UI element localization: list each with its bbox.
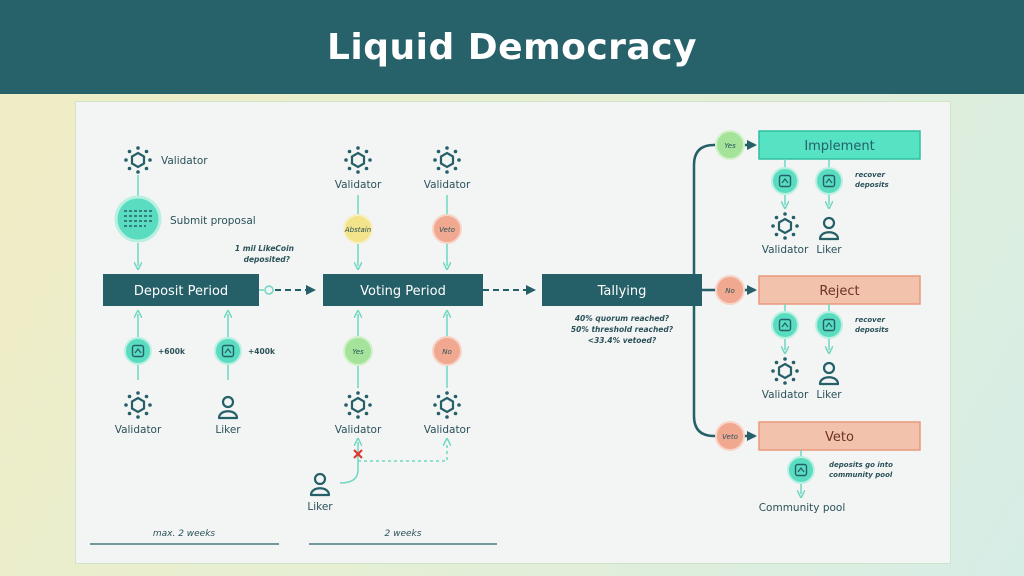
deposit-coin-icon xyxy=(214,337,242,365)
tallying-label: Tallying xyxy=(597,284,647,299)
community-pool-label: Community pool xyxy=(759,502,846,514)
reject-validator-label: Validator xyxy=(762,389,809,401)
deposit-condition-line1: 1 mil LikeCoin xyxy=(235,244,294,253)
deposit-period-box: Deposit Period xyxy=(103,274,259,306)
deposit-top-validator-label: Validator xyxy=(161,155,208,167)
no-vote-label: No xyxy=(442,348,452,356)
branch-veto xyxy=(692,290,757,441)
implement-box: Implement xyxy=(758,130,921,160)
outcome-yes-badge: Yes xyxy=(715,130,745,160)
voting-period-label: Voting Period xyxy=(360,284,446,299)
voting-liker-label: Liker xyxy=(307,501,333,513)
outcome-no-badge: No xyxy=(715,275,745,305)
deposit-bottom-validator-label: Validator xyxy=(115,424,162,436)
abstain-label: Abstain xyxy=(344,226,371,234)
veto-outcome-label: Veto xyxy=(825,430,854,445)
tally-condition-quorum: 40% quorum reached? xyxy=(575,314,670,323)
implement-coin-icon xyxy=(771,167,799,195)
voting-liker-icon xyxy=(309,472,331,497)
title-banner: Liquid Democracy xyxy=(0,0,1024,94)
outcome-yes-label: Yes xyxy=(724,142,736,150)
reject-box: Reject xyxy=(758,275,921,305)
voting-top-left-validator-icon xyxy=(343,145,373,175)
veto-note-line2: community pool xyxy=(829,471,893,479)
reject-liker-icon xyxy=(818,361,840,386)
voting-top-left-validator-label: Validator xyxy=(335,179,382,191)
validator-amount-label: +600k xyxy=(158,347,186,356)
page-title: Liquid Democracy xyxy=(326,26,698,68)
yes-vote-label: Yes xyxy=(352,348,364,356)
liker-override-line xyxy=(358,442,447,462)
tally-condition-threshold: 50% threshold reached? xyxy=(571,325,674,334)
voting-bottom-right-validator-label: Validator xyxy=(424,424,471,436)
voting-bottom-left-validator-label: Validator xyxy=(335,424,382,436)
diagram-panel xyxy=(75,101,951,564)
abstain-badge: Abstain xyxy=(343,214,373,244)
proposal-document-icon xyxy=(114,195,162,243)
reject-coin-icon xyxy=(815,311,843,339)
voting-top-right-validator-label: Validator xyxy=(424,179,471,191)
implement-recover-line2: deposits xyxy=(855,181,889,189)
deposit-period-label: Deposit Period xyxy=(134,284,228,299)
tallying-box: Tallying xyxy=(542,274,702,306)
implement-liker-label: Liker xyxy=(816,244,842,256)
veto-vote-label: Veto xyxy=(439,226,455,234)
implement-coin-icon xyxy=(815,167,843,195)
reject-recover-line2: deposits xyxy=(855,326,889,334)
voting-period-box: Voting Period xyxy=(323,274,483,306)
deposit-bottom-liker-label: Liker xyxy=(215,424,241,436)
reject-recover-line1: recover xyxy=(855,316,885,324)
implement-recover-line1: recover xyxy=(855,171,885,179)
veto-coin-icon xyxy=(787,456,815,484)
veto-outcome-box: Veto xyxy=(758,421,921,451)
voting-duration-label: 2 weeks xyxy=(385,529,422,539)
tally-condition-veto: <33.4% vetoed? xyxy=(588,336,657,345)
voting-top-right-validator-icon xyxy=(432,145,462,175)
reject-coin-icon xyxy=(771,311,799,339)
implement-validator-icon xyxy=(770,211,800,241)
reject-validator-icon xyxy=(770,356,800,386)
deposit-coin-icon xyxy=(124,337,152,365)
reject-liker-label: Liker xyxy=(816,389,842,401)
reject-label: Reject xyxy=(819,284,859,299)
blocked-x-icon xyxy=(353,449,363,459)
deposit-condition-line2: deposited? xyxy=(244,255,291,264)
voting-bottom-right-validator-icon xyxy=(432,390,462,420)
no-vote-badge: No xyxy=(432,336,462,366)
deposit-top-validator-icon xyxy=(123,145,153,175)
veto-vote-badge: Veto xyxy=(432,214,462,244)
implement-label: Implement xyxy=(804,139,874,154)
outcome-veto-label: Veto xyxy=(722,433,738,441)
liker-amount-label: +400k xyxy=(248,347,276,356)
condition-node xyxy=(264,285,274,295)
submit-proposal-label: Submit proposal xyxy=(170,215,256,227)
implement-liker-icon xyxy=(818,216,840,241)
deposit-bottom-liker-icon xyxy=(217,395,239,420)
yes-vote-badge: Yes xyxy=(343,336,373,366)
voting-bottom-left-validator-icon xyxy=(343,390,373,420)
outcome-no-label: No xyxy=(725,287,735,295)
outcome-veto-badge: Veto xyxy=(715,421,745,451)
implement-validator-label: Validator xyxy=(762,244,809,256)
branch-implement xyxy=(692,140,757,292)
deposit-bottom-validator-icon xyxy=(123,390,153,420)
liker-delegation-line xyxy=(339,442,358,484)
deposit-duration-label: max. 2 weeks xyxy=(153,529,216,539)
veto-note-line1: deposits go into xyxy=(829,461,893,469)
